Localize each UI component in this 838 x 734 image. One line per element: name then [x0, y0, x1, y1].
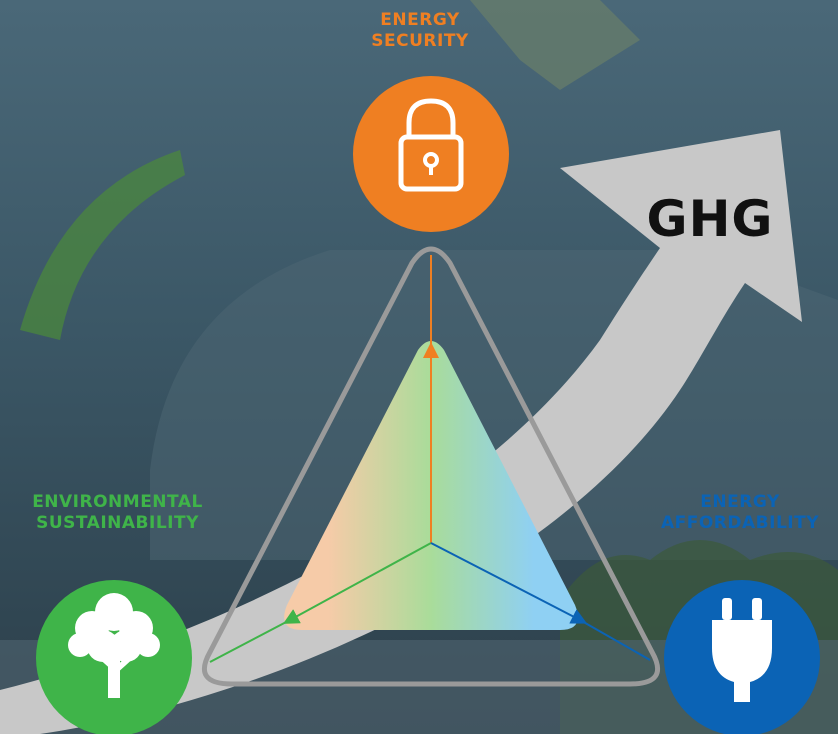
triangle-outline: [201, 246, 661, 687]
affordability-axis-arrow: [430, 542, 588, 624]
padlock-icon: [398, 98, 464, 192]
label-affordability-line2: AFFORDABILITY: [660, 513, 820, 533]
label-energy-affordability: ENERGY AFFORDABILITY: [640, 492, 838, 534]
environment-axis-extension: [209, 619, 291, 663]
label-environmental-line2: SUSTAINABILITY: [36, 513, 199, 533]
ghg-label: GHG: [646, 190, 774, 248]
label-energy-security-line2: SECURITY: [371, 31, 469, 51]
tree-icon: [68, 593, 160, 698]
affordability-axis-extension: [579, 619, 651, 661]
background-fuel-nozzle: [470, 0, 640, 90]
background-green-curve: [20, 150, 185, 340]
label-environmental-sustainability: ENVIRONMENTAL SUSTAINABILITY: [10, 492, 225, 534]
label-affordability-line1: ENERGY: [700, 492, 780, 512]
label-energy-security-line1: ENERGY: [380, 10, 460, 30]
label-energy-security: ENERGY SECURITY: [345, 10, 495, 52]
label-environmental-line1: ENVIRONMENTAL: [32, 492, 203, 512]
plug-icon: [712, 598, 772, 702]
environment-axis-arrow: [282, 542, 432, 624]
